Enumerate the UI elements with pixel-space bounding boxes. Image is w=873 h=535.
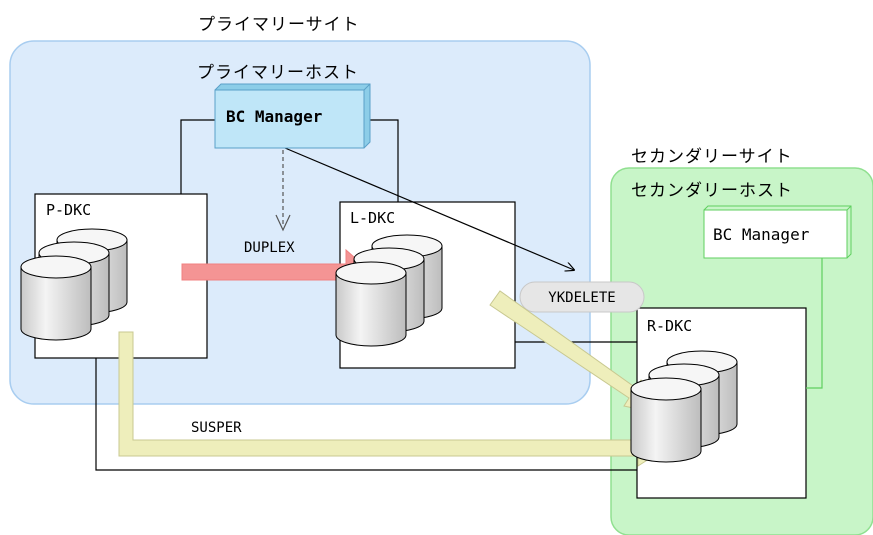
susper-label: SUSPER [191, 420, 242, 436]
ykdelete-label: YKDELETE [548, 290, 615, 306]
r-dkc-label: R-DKC [647, 317, 692, 335]
disk-volume-front [630, 377, 702, 463]
bc-manager-connections [180, 119, 399, 202]
p-dkc-label: P-DKC [46, 201, 91, 219]
ykdelete-badge [519, 281, 645, 313]
p-dkc-volumes [20, 228, 128, 341]
ykdelete-command-arrow [284, 147, 574, 270]
secondary-bc-connection [806, 258, 823, 389]
secondary-host-label: セカンダリーホスト [631, 181, 793, 201]
r-dkc-volumes [630, 350, 738, 463]
l-dkc-volumes [335, 234, 443, 347]
susper-line [95, 358, 637, 471]
secondary-bc-manager [703, 205, 852, 259]
secondary-site-label: セカンダリーサイト [631, 147, 793, 167]
disk-volume-front [335, 261, 407, 347]
duplex-command-arrowhead [275, 214, 291, 232]
duplex-label: DUPLEX [244, 240, 295, 256]
primary-host-label: プライマリーホスト [197, 63, 359, 83]
primary-bc-manager [214, 83, 371, 149]
secondary-bc-manager-label: BC Manager [713, 225, 810, 244]
primary-site-label: プライマリーサイト [198, 15, 360, 35]
l-dkc-label: L-DKC [350, 209, 395, 227]
disk-volume-front [20, 255, 92, 341]
primary-bc-manager-label: BC Manager [226, 107, 322, 126]
